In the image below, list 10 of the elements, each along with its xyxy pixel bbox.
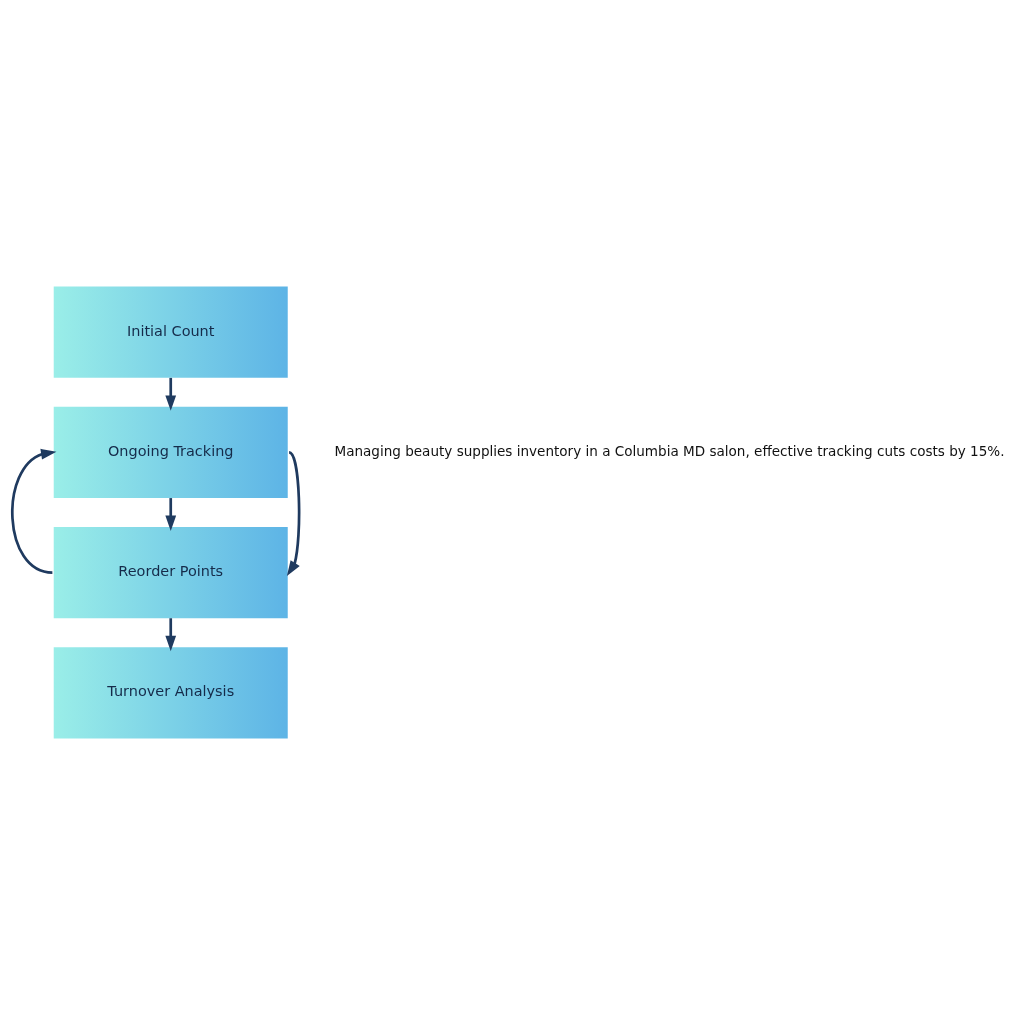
arrow: [286, 450, 301, 576]
arrow: [11, 448, 57, 574]
label: Managing beauty supplies inventory in a Columbia MD salon, effective tracking cuts costs by 15%.: [334, 442, 1005, 459]
node-box: Initial Count: [53, 286, 288, 378]
arrow: [165, 617, 177, 651]
node-box: Turnover Analysis: [53, 646, 288, 738]
arrow: [165, 497, 177, 531]
node-box: Reorder Points: [53, 526, 288, 618]
arrow: [165, 377, 177, 411]
node-box: Ongoing Tracking: [53, 406, 288, 498]
